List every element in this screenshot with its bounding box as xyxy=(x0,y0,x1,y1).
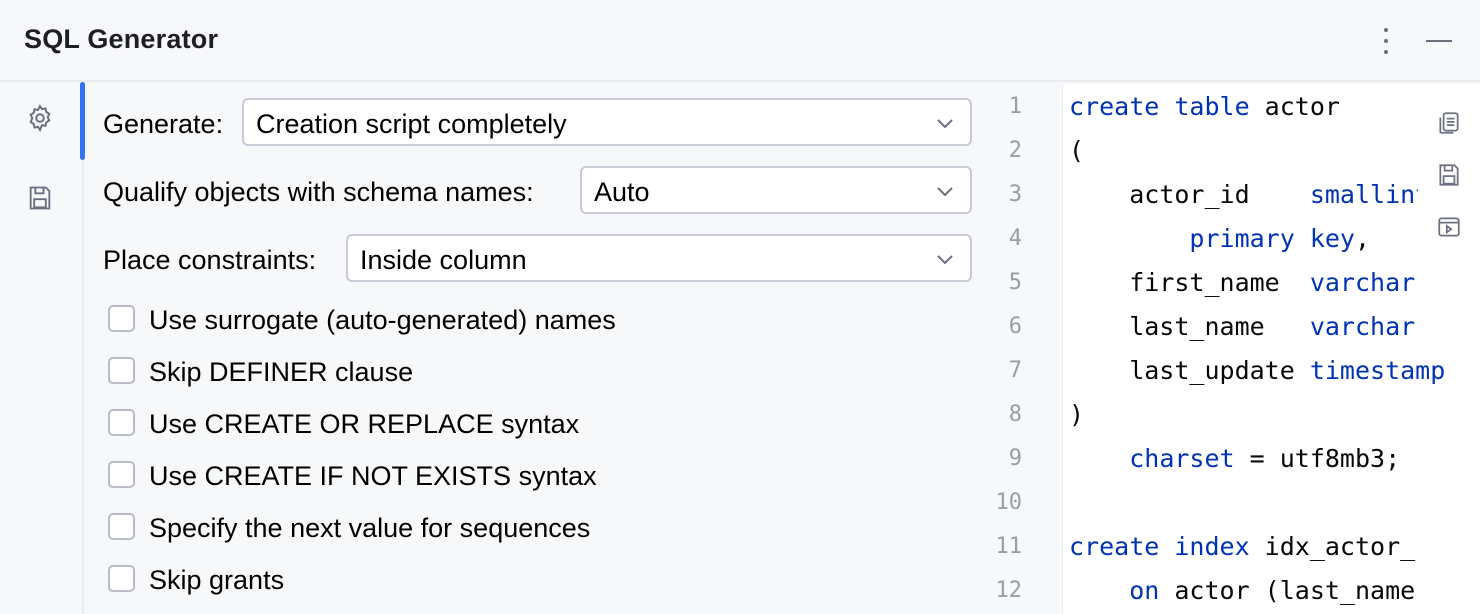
chevron-down-icon xyxy=(937,119,953,129)
code-text: last_name xyxy=(1069,312,1310,341)
checkbox-skip-grants[interactable] xyxy=(107,564,137,594)
code-text: ) xyxy=(1069,400,1085,429)
chevron-down-icon xyxy=(937,187,953,197)
checkbox-label: Skip DEFINER clause xyxy=(149,357,414,387)
checkbox-skip-definer[interactable] xyxy=(107,356,137,386)
code-keyword: create table xyxy=(1069,92,1250,121)
code-keyword: varchar xyxy=(1309,312,1416,341)
qualify-label: Qualify objects with schema names: xyxy=(103,177,534,207)
line-number: 8 xyxy=(1008,402,1022,427)
line-number: 5 xyxy=(1008,270,1022,295)
constraints-select-value: Inside column xyxy=(360,245,527,275)
code-line: last_update timestamp xyxy=(1069,356,1445,385)
checkbox-create-if-not-exists[interactable] xyxy=(107,460,137,490)
code-text xyxy=(1069,576,1129,605)
line-number: 12 xyxy=(995,578,1023,603)
code-text: ( xyxy=(1069,136,1085,165)
code-line: last_name varchar xyxy=(1069,312,1415,341)
editor-toolbar xyxy=(1418,84,1480,284)
code-keyword: on xyxy=(1129,576,1160,605)
checkbox-label: Skip grants xyxy=(149,565,285,595)
code-line: create index idx_actor_ xyxy=(1069,532,1415,561)
generate-label: Generate: xyxy=(103,109,224,139)
minimize-icon[interactable] xyxy=(1420,28,1456,54)
code-text: = utf8mb3; xyxy=(1234,444,1401,473)
kebab-menu-icon[interactable] xyxy=(1372,26,1400,56)
line-number: 1 xyxy=(1008,94,1022,119)
line-number: 6 xyxy=(1008,314,1022,339)
qualify-select[interactable]: Auto xyxy=(580,166,972,214)
left-sidebar xyxy=(0,84,84,614)
code-line: primary key, xyxy=(1069,224,1370,253)
code-line: on actor (last_name xyxy=(1069,576,1415,605)
code-line: create table actor xyxy=(1069,92,1340,121)
code-line: charset = utf8mb3; xyxy=(1069,444,1400,473)
code-text: actor_id xyxy=(1069,180,1310,209)
line-number: 3 xyxy=(1008,182,1022,207)
code-line: ( xyxy=(1069,136,1084,165)
line-number: 4 xyxy=(1008,226,1022,251)
code-text: actor xyxy=(1249,92,1340,121)
active-indicator xyxy=(80,82,85,160)
code-keyword: primary key xyxy=(1189,224,1355,253)
code-text: first_name xyxy=(1069,268,1310,297)
checkbox-next-value-sequences[interactable] xyxy=(107,512,137,542)
code-line: ) xyxy=(1069,400,1084,429)
gear-icon[interactable] xyxy=(22,100,58,136)
code-keyword: varchar xyxy=(1309,268,1416,297)
title-bar: SQL Generator xyxy=(0,0,1480,82)
checkbox-label: Use CREATE IF NOT EXISTS syntax xyxy=(149,461,597,491)
line-number: 2 xyxy=(1008,138,1022,163)
copy-icon[interactable] xyxy=(1434,108,1464,138)
constraints-select[interactable]: Inside column xyxy=(346,234,972,282)
code-text: last_update xyxy=(1069,356,1310,385)
window-title: SQL Generator xyxy=(24,24,219,54)
checkbox-surrogate-names[interactable] xyxy=(107,304,137,334)
line-number: 11 xyxy=(995,534,1023,559)
code-line: first_name varchar xyxy=(1069,268,1415,297)
code-text: idx_actor_ xyxy=(1249,532,1416,561)
code-text xyxy=(1069,224,1189,253)
generate-select-value: Creation script completely xyxy=(256,109,567,139)
run-console-icon[interactable] xyxy=(1434,212,1464,242)
chevron-down-icon xyxy=(937,255,953,265)
line-number: 7 xyxy=(1008,358,1022,383)
code-text: , xyxy=(1355,224,1371,253)
save-file-icon[interactable] xyxy=(1434,160,1464,190)
code-text: actor (last_name xyxy=(1159,576,1416,605)
line-number: 9 xyxy=(1008,446,1022,471)
qualify-select-value: Auto xyxy=(594,177,650,207)
constraints-label: Place constraints: xyxy=(103,245,317,275)
code-keyword: charset xyxy=(1129,444,1235,473)
line-number: 10 xyxy=(995,490,1023,515)
code-keyword: timestamp xyxy=(1309,356,1446,385)
generate-select[interactable]: Creation script completely xyxy=(242,98,972,146)
save-icon[interactable] xyxy=(22,180,58,216)
code-keyword: smallint xyxy=(1309,180,1431,209)
sql-preview-editor[interactable]: create table actor ( actor_id smallint pr… xyxy=(1062,84,1480,614)
code-line: actor_id smallint xyxy=(1069,180,1430,209)
checkbox-label: Use surrogate (auto-generated) names xyxy=(149,305,616,335)
checkbox-label: Specify the next value for sequences xyxy=(149,513,591,543)
code-keyword: create index xyxy=(1069,532,1250,561)
code-text xyxy=(1069,444,1129,473)
checkbox-label: Use CREATE OR REPLACE syntax xyxy=(149,409,580,439)
checkbox-create-or-replace[interactable] xyxy=(107,408,137,438)
